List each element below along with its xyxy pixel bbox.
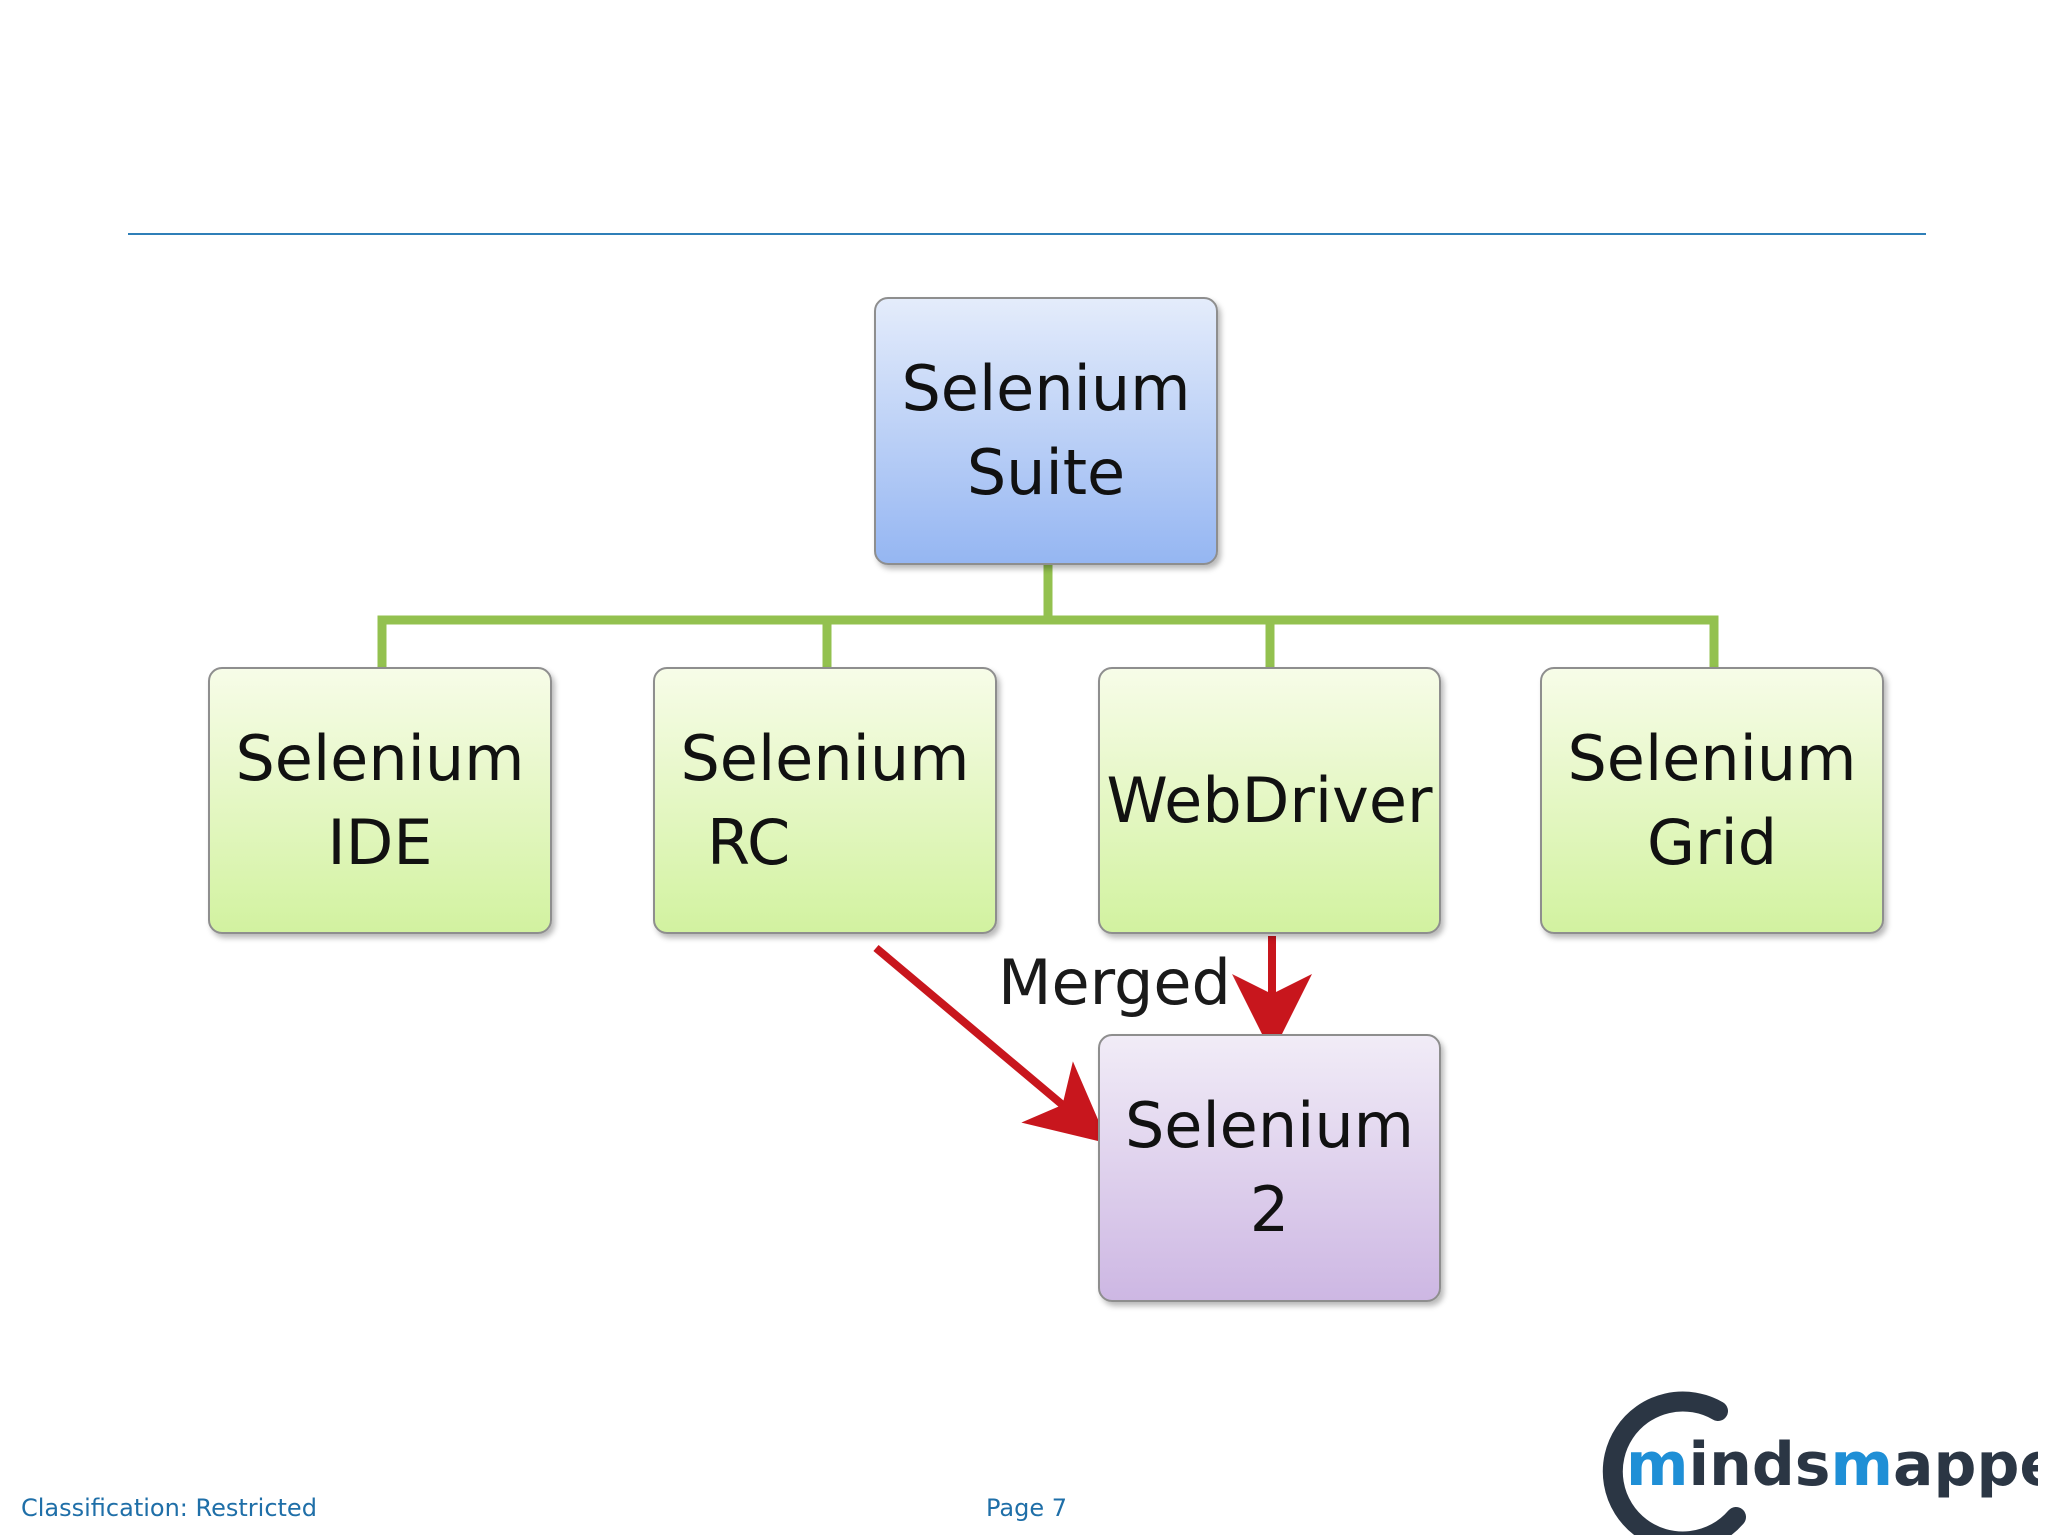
node-line: IDE <box>327 805 433 879</box>
node-line: Selenium <box>235 721 525 795</box>
node-selenium-grid: Selenium Grid <box>1540 667 1884 934</box>
node-line: Suite <box>966 436 1126 509</box>
node-line: RC <box>707 805 791 879</box>
merge-arrow-rc <box>873 944 1109 1144</box>
node-line: Selenium <box>901 352 1191 425</box>
node-selenium-2: Selenium 2 <box>1098 1034 1441 1302</box>
node-selenium-rc: Selenium RC <box>653 667 997 934</box>
node-line: WebDriver <box>1106 763 1433 837</box>
logo-text: m <box>1830 1430 1893 1500</box>
node-selenium-suite: Selenium Suite <box>874 297 1218 565</box>
node-selenium-ide: Selenium IDE <box>208 667 552 934</box>
page-number: Page 7 <box>986 1494 1067 1522</box>
node-line: 2 <box>1249 1173 1290 1246</box>
node-webdriver: WebDriver <box>1098 667 1441 934</box>
logo-text: inds <box>1689 1430 1831 1500</box>
mindsmapped-logo: mindsmapped <box>1602 1391 2038 1535</box>
node-line: Grid <box>1646 805 1778 879</box>
logo-text: m <box>1626 1430 1689 1500</box>
classification-label: Classification: Restricted <box>21 1494 317 1522</box>
logo-text: apped <box>1893 1430 2038 1500</box>
title-divider <box>128 233 1926 235</box>
node-line: Selenium <box>1124 1089 1415 1162</box>
svg-text:mindsmapped: mindsmapped <box>1626 1430 2038 1500</box>
merged-label: Merged <box>998 946 1231 1019</box>
node-line: Selenium <box>680 721 970 795</box>
logo-ring-icon <box>1602 1391 1746 1535</box>
node-line: Selenium <box>1567 721 1857 795</box>
